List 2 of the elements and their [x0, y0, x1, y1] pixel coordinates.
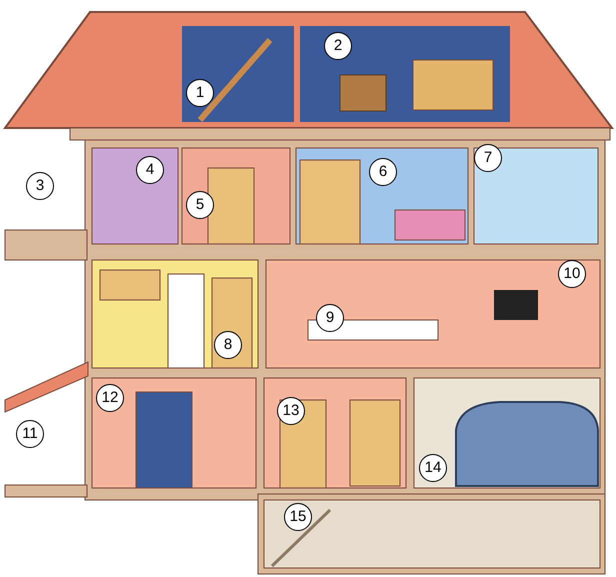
callout-number: 11 [16, 420, 44, 448]
callout-number: 3 [26, 172, 54, 200]
